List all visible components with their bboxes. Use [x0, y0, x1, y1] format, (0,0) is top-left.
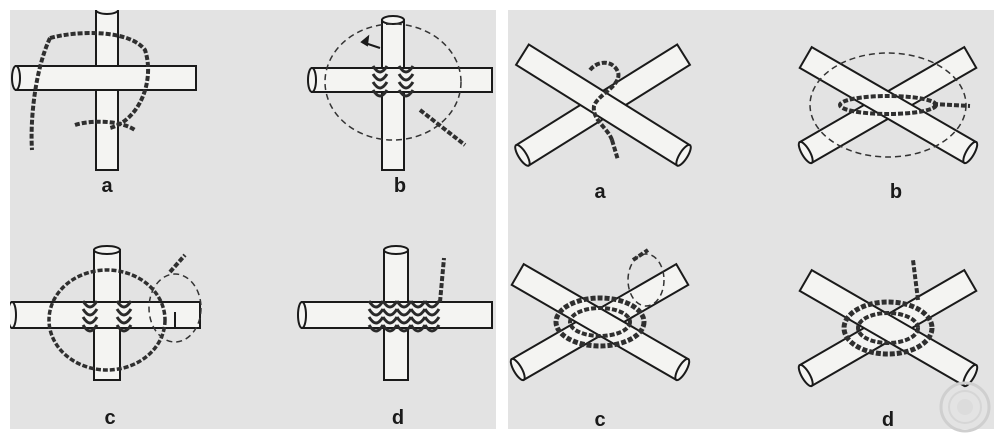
diagonal-lashing-panel: a b [508, 10, 994, 429]
square-step-c-drawing [10, 245, 202, 381]
square-step-a-drawing [11, 10, 197, 171]
diagonal-lashing-diagram: a b [509, 43, 979, 429]
diagonal-step-d-label: d [882, 409, 894, 429]
diagonal-step-a-drawing [514, 43, 692, 167]
diagonal-step-c-drawing [509, 248, 691, 382]
diagonal-step-c-label: c [594, 409, 605, 429]
square-step-d-label: d [392, 407, 404, 429]
diagonal-step-b-drawing [797, 45, 979, 165]
diagonal-step-d-drawing [797, 259, 979, 388]
square-lashing-panel: a b c [10, 10, 496, 429]
square-step-b-drawing [307, 15, 493, 171]
seal-watermark-icon [939, 381, 991, 433]
square-step-b-label: b [394, 175, 406, 197]
square-lashing-diagram: a b c [10, 10, 493, 429]
square-step-c-label: c [104, 407, 115, 429]
square-step-d-drawing [297, 245, 493, 381]
square-step-a-label: a [101, 175, 113, 197]
diagonal-step-a-label: a [594, 181, 606, 203]
diagonal-step-b-label: b [890, 181, 902, 203]
